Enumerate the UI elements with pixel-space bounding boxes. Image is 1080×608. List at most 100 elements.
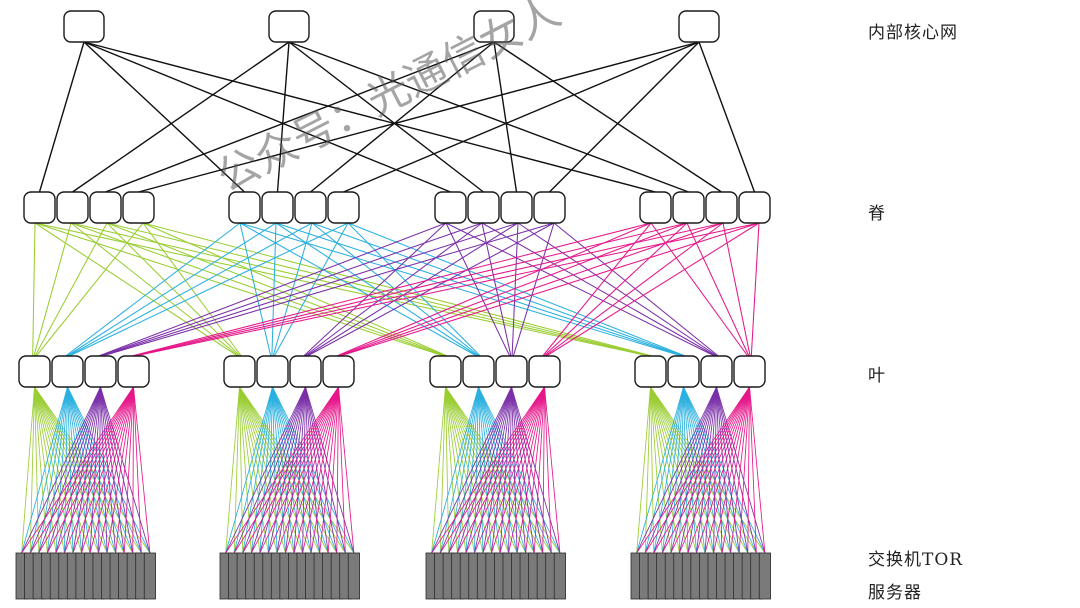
leaf-server-link	[115, 386, 134, 554]
leaf-server-link	[716, 386, 766, 554]
leaf-server-link	[67, 386, 91, 554]
leaf-server-link	[704, 386, 717, 554]
spine-label: 脊	[868, 204, 886, 224]
leaf-server-link	[431, 386, 545, 554]
server-racks	[15, 552, 771, 600]
leaf-server-link	[239, 386, 252, 554]
leaf-server-link	[650, 386, 672, 554]
leaf-server-link	[456, 386, 479, 554]
spine-leaf-link	[34, 222, 108, 357]
spine-leaf-link	[445, 222, 715, 357]
leaf-server-link	[650, 386, 655, 554]
leaf-server-link	[661, 386, 717, 554]
leaf-server-link	[456, 386, 512, 554]
spine-switch	[294, 191, 327, 224]
leaf-server-link	[670, 386, 684, 554]
spine-leaf-links	[32, 222, 760, 357]
leaf-server-link	[305, 386, 329, 554]
spine-leaf-link	[481, 222, 717, 357]
leaf-server-link	[34, 386, 134, 554]
leaf-server-link	[713, 386, 750, 554]
leaf-server-link	[100, 386, 117, 554]
core-switch	[268, 10, 310, 43]
leaf-server-link	[650, 386, 740, 554]
leaf-server-link	[276, 386, 339, 554]
leaf-server-link	[81, 386, 134, 554]
spine-switch	[672, 191, 705, 224]
leaf-server-link	[478, 386, 518, 554]
leaf-server-link	[305, 386, 321, 554]
leaf-server-link	[285, 386, 339, 554]
server-rack	[553, 552, 566, 600]
leaf-server-link	[644, 386, 684, 554]
leaf-server-link	[293, 386, 306, 554]
leaf-server-link	[721, 386, 750, 554]
leaf-server-link	[225, 386, 240, 554]
leaf-server-link	[67, 386, 108, 554]
leaf-server-link	[239, 386, 278, 554]
spine-switch	[467, 191, 500, 224]
leaf-server-link	[67, 386, 82, 554]
core-spine-link	[310, 41, 495, 193]
leaf-server-link	[250, 386, 273, 554]
leaf-server-link	[46, 386, 101, 554]
core-spine-link	[83, 41, 451, 193]
spine-leaf-link	[69, 222, 349, 357]
leaf-server-link	[653, 386, 684, 554]
leaf-server-link	[431, 386, 479, 554]
leaf-switches	[18, 355, 766, 388]
leaf-server-link	[683, 386, 706, 554]
leaf-server-link	[533, 386, 545, 554]
core-spine-link	[493, 41, 518, 193]
leaf-server-link	[34, 386, 99, 554]
leaf-switch	[634, 355, 667, 388]
leaf-server-link	[259, 386, 306, 554]
leaf-server-link	[431, 386, 446, 554]
leaf-server-link	[439, 386, 512, 554]
spine-switch	[261, 191, 294, 224]
leaf-server-link	[272, 386, 286, 554]
core-spine-link	[38, 41, 85, 193]
leaf-server-link	[67, 386, 151, 554]
leaf-server-link	[683, 386, 766, 554]
leaf-server-link	[456, 386, 545, 554]
leaf-server-link	[511, 386, 527, 554]
leaf-server-link	[511, 386, 561, 554]
leaf-server-link	[473, 386, 512, 554]
leaf-server-link	[491, 386, 512, 554]
leaf-server-link	[716, 386, 749, 554]
leaf-server-link	[72, 386, 134, 554]
leaf-server-link	[98, 386, 101, 554]
leaf-server-link	[516, 386, 545, 554]
leaf-server-link	[268, 386, 339, 554]
leaf-server-link	[67, 386, 117, 554]
leaf-server-link	[683, 386, 732, 554]
spine-leaf-link	[70, 222, 651, 357]
leaf-server-link	[336, 386, 339, 554]
leaf-server-link	[21, 386, 101, 554]
leaf-server-link	[34, 386, 142, 554]
leaf-server-link	[636, 386, 750, 554]
spine-leaf-link	[34, 222, 238, 357]
leaf-server-link	[445, 386, 552, 554]
leaf-server-link	[29, 386, 101, 554]
spine-leaf-link	[340, 222, 760, 357]
spine-leaf-link	[347, 222, 686, 357]
leaf-server-link	[482, 386, 545, 554]
leaf-server-link	[544, 386, 552, 554]
leaf-server-link	[233, 386, 306, 554]
leaf-server-link	[239, 386, 321, 554]
leaf-server-link	[445, 386, 509, 554]
core-spine-link	[698, 41, 756, 193]
leaf-server-link	[242, 386, 273, 554]
leaf-server-link	[34, 386, 151, 554]
spine-switch	[327, 191, 360, 224]
leaf-server-link	[683, 386, 740, 554]
leaf-server-link	[650, 386, 723, 554]
leaf-server-link	[683, 386, 715, 554]
spine-leaf-link	[311, 222, 480, 357]
leaf-server-link	[478, 386, 544, 554]
leaf-server-link	[81, 386, 101, 554]
leaf-server-link	[293, 386, 339, 554]
core-spine-link	[288, 41, 484, 193]
